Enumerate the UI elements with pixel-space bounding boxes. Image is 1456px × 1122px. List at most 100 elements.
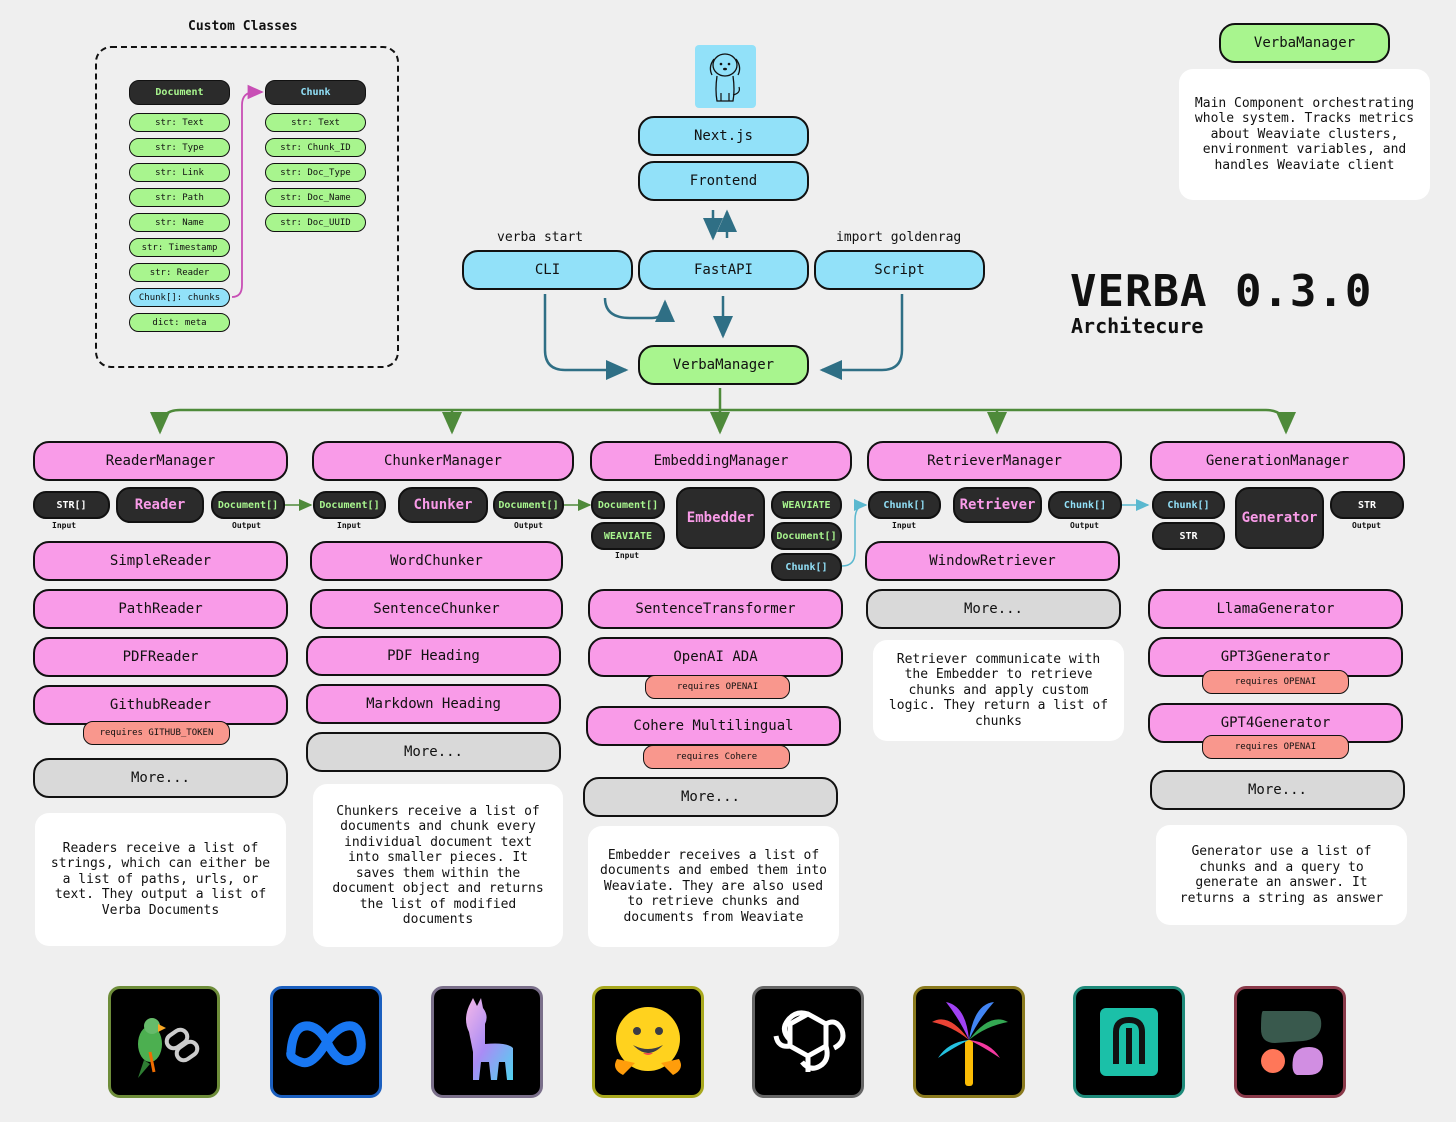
llama-generator: LlamaGenerator (1148, 589, 1403, 629)
retriever-more: More... (866, 589, 1121, 629)
document-field: str: Reader (129, 263, 230, 282)
verba-manager-node: VerbaManager (638, 345, 809, 385)
embedder-note: Embedder receives a list of documents an… (588, 826, 839, 947)
haystack-logo (1073, 986, 1185, 1098)
document-class-header: Document (129, 80, 230, 105)
chunk-field: str: Text (265, 113, 366, 132)
generator-output-str: STR (1330, 491, 1404, 519)
page-title: VERBA 0.3.0 (1070, 266, 1373, 317)
chunk-field: str: Doc_Type (265, 163, 366, 182)
github-reader: GithubReader (33, 685, 288, 725)
openai-logo (752, 986, 864, 1098)
generator-more: More... (1150, 770, 1405, 810)
sentence-transformer: SentenceTransformer (588, 589, 843, 629)
page-subtitle: Architecure (1071, 314, 1204, 338)
pdf-reader: PDFReader (33, 637, 288, 677)
embedder-input-label: Input (615, 551, 640, 560)
reader-manager: ReaderManager (33, 441, 288, 481)
nextjs-node: Next.js (638, 116, 809, 156)
retriever-input-label: Input (892, 521, 917, 530)
parrot-chain-logo (108, 986, 220, 1098)
pdf-heading-chunker: PDF Heading (306, 636, 561, 676)
document-field: str: Path (129, 188, 230, 207)
cli-label: verba start (497, 230, 584, 245)
chunk-field: str: Chunk_ID (265, 138, 366, 157)
path-reader: PathReader (33, 589, 288, 629)
retriever-output-chunk-array: Chunk[] (1048, 491, 1122, 519)
simple-reader: SimpleReader (33, 541, 288, 581)
reader-output-document-array: Document[] (211, 491, 285, 519)
embedder-output-chunk-array: Chunk[] (771, 553, 842, 581)
generator-note: Generator use a list of chunks and a que… (1156, 825, 1407, 925)
huggingface-logo (592, 986, 704, 1098)
chunker-output-document-array: Document[] (493, 491, 564, 519)
reader-input-str-array: STR[] (33, 491, 110, 519)
meta-logo (270, 986, 382, 1098)
chunker-manager: ChunkerManager (312, 441, 574, 481)
chunker-input-document-array: Document[] (313, 491, 386, 519)
reader-input-label: Input (52, 521, 77, 530)
requires-cohere-badge: requires Cohere (643, 745, 790, 769)
document-field: str: Timestamp (129, 238, 230, 257)
chunker-more: More... (306, 732, 561, 772)
requires-openai-badge: requires OPENAI (645, 675, 790, 699)
embedding-manager: EmbeddingManager (590, 441, 852, 481)
chunker-output-label: Output (514, 521, 543, 530)
generation-manager: GenerationManager (1150, 441, 1405, 481)
document-field: str: Name (129, 213, 230, 232)
chunker-note: Chunkers receive a list of documents and… (313, 784, 563, 947)
generator-component: Generator (1235, 487, 1324, 549)
cohere-logo (1234, 986, 1346, 1098)
cohere-multilingual: Cohere Multilingual (586, 706, 841, 746)
markdown-heading-chunker: Markdown Heading (306, 684, 561, 724)
legend-description: Main Component orchestrating whole syste… (1179, 69, 1430, 200)
embedder-input-weaviate: WEAVIATE (591, 522, 665, 550)
retriever-output-label: Output (1070, 521, 1099, 530)
retriever-note: Retriever communicate with the Embedder … (873, 640, 1124, 741)
requires-github-token-badge: requires GITHUB_TOKEN (83, 721, 230, 745)
sentence-chunker: SentenceChunker (310, 589, 563, 629)
fastapi-node: FastAPI (638, 250, 809, 290)
verba-dog-logo (695, 45, 756, 108)
gpt3-requires-openai-badge: requires OPENAI (1202, 670, 1349, 694)
palm-logo (913, 986, 1025, 1098)
custom-classes-title: Custom Classes (188, 19, 298, 34)
document-field: str: Link (129, 163, 230, 182)
gpt3-generator: GPT3Generator (1148, 637, 1403, 677)
chunker-component: Chunker (398, 487, 488, 523)
cli-node: CLI (462, 250, 633, 290)
document-field: str: Type (129, 138, 230, 157)
retriever-manager: RetrieverManager (867, 441, 1122, 481)
legend-verba-manager: VerbaManager (1219, 23, 1390, 63)
generator-output-label: Output (1352, 521, 1381, 530)
document-field: dict: meta (129, 313, 230, 332)
frontend-node: Frontend (638, 161, 809, 201)
custom-classes-box (95, 46, 399, 368)
document-field: str: Text (129, 113, 230, 132)
retriever-component: Retriever (953, 487, 1042, 523)
script-node: Script (814, 250, 985, 290)
embedder-output-weaviate: WEAVIATE (771, 491, 842, 519)
embedder-component: Embedder (676, 487, 765, 549)
embedder-output-document-array: Document[] (771, 522, 842, 550)
generator-input-chunk-array: Chunk[] (1152, 491, 1225, 519)
embedder-more: More... (583, 777, 838, 817)
gpt4-requires-openai-badge: requires OPENAI (1202, 735, 1349, 759)
reader-more: More... (33, 758, 288, 798)
word-chunker: WordChunker (310, 541, 563, 581)
retriever-input-chunk-array: Chunk[] (868, 491, 941, 519)
chunk-field: str: Doc_UUID (265, 213, 366, 232)
script-label: import goldenrag (836, 230, 962, 245)
reader-component: Reader (116, 487, 204, 523)
reader-note: Readers receive a list of strings, which… (35, 813, 286, 946)
chunk-class-header: Chunk (265, 80, 366, 105)
chunker-input-label: Input (337, 521, 362, 530)
reader-output-label: Output (232, 521, 261, 530)
chunk-field: str: Doc_Name (265, 188, 366, 207)
openai-ada: OpenAI ADA (588, 637, 843, 677)
llama-logo (431, 986, 543, 1098)
embedder-input-document-array: Document[] (591, 491, 665, 519)
document-field: Chunk[]: chunks (129, 288, 230, 307)
generator-input-str: STR (1152, 522, 1225, 550)
